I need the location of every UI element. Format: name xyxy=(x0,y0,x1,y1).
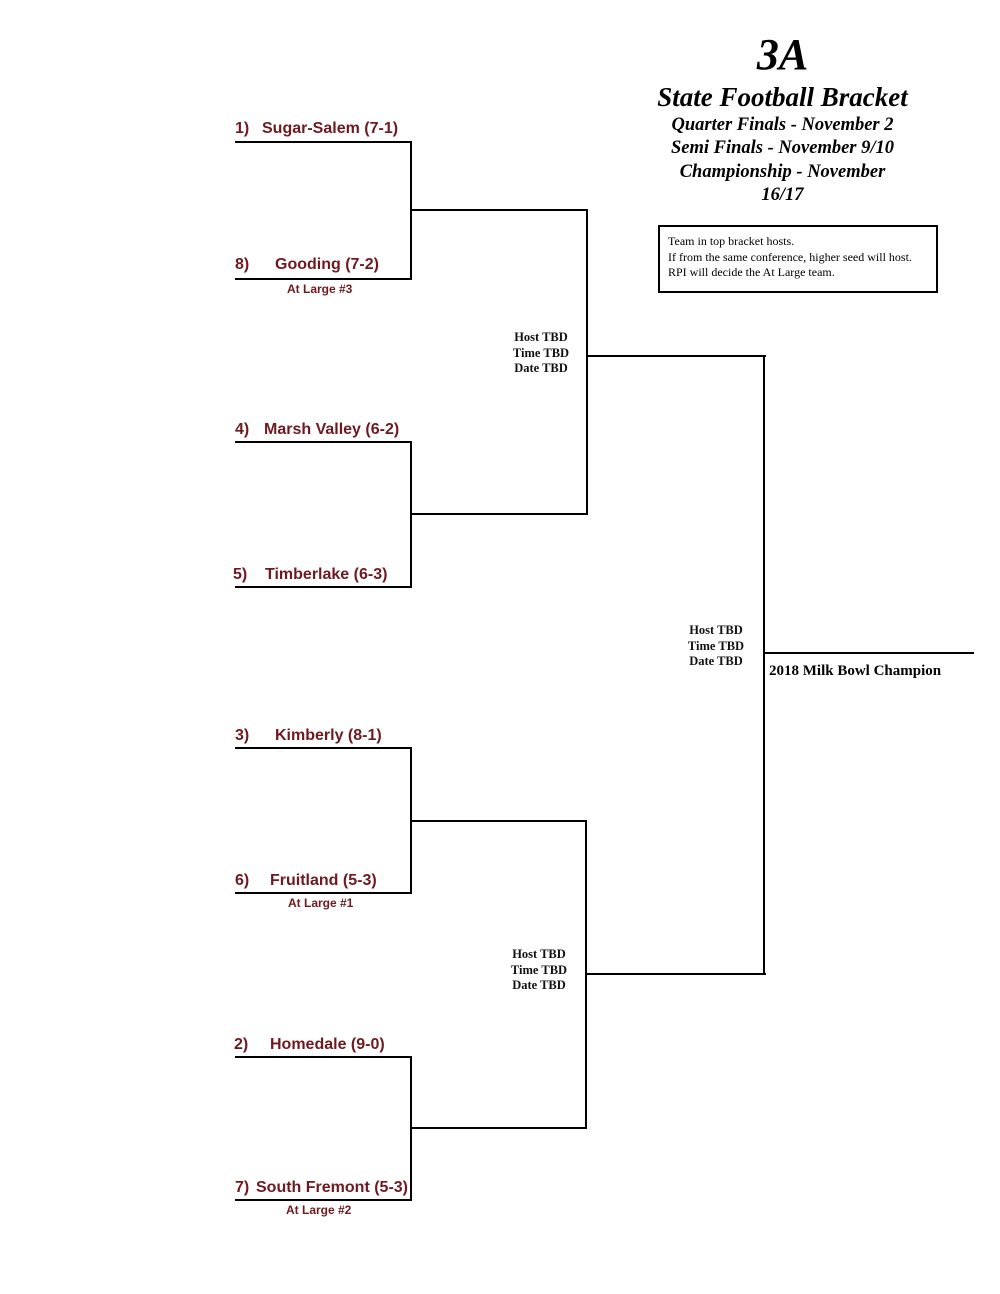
bracket-line xyxy=(235,441,412,443)
team-seed: 2) xyxy=(234,1036,249,1053)
team-seed: 7) xyxy=(235,1179,250,1196)
quarter-finals-date: Quarter Finals - November 2 xyxy=(671,115,894,135)
bracket-line xyxy=(235,747,412,749)
bracket-line xyxy=(763,355,765,975)
team-seed: 6) xyxy=(235,872,250,889)
date-label: Date TBD xyxy=(512,978,566,992)
championship-date-line1: Championship - November xyxy=(679,162,886,182)
time-label: Time TBD xyxy=(687,638,745,653)
host-label: Host TBD xyxy=(689,623,743,637)
bracket-line xyxy=(586,209,588,515)
bracket-line xyxy=(235,141,412,143)
bracket-classification: 3A xyxy=(756,30,809,79)
team-seed: 1) xyxy=(235,120,250,137)
hosting-rule: If from the same conference, higher seed… xyxy=(668,249,912,264)
host-label: Host TBD xyxy=(514,330,568,344)
championship-info: Host TBD Time TBD Date TBD xyxy=(675,623,757,670)
date-label: Date TBD xyxy=(689,654,743,668)
semifinal-bottom-info: Host TBD Time TBD Date TBD xyxy=(498,947,580,994)
team-name: Sugar-Salem (7-1) xyxy=(262,120,399,137)
team-seed: 4) xyxy=(235,421,250,438)
team-name: Fruitland (5-3) xyxy=(270,872,377,889)
team-name: Marsh Valley (6-2) xyxy=(264,421,400,438)
at-large-note: At Large #1 xyxy=(288,896,354,910)
semifinal-top-info: Host TBD Time TBD Date TBD xyxy=(500,330,582,377)
team-name: South Fremont (5-3) xyxy=(256,1179,408,1196)
bracket-line xyxy=(235,1199,412,1201)
time-label: Time TBD xyxy=(512,345,570,360)
host-label: Host TBD xyxy=(512,947,566,961)
team-name: Gooding (7-2) xyxy=(275,256,379,273)
bracket-line xyxy=(410,513,588,515)
champion-label: 2018 Milk Bowl Champion xyxy=(769,663,942,679)
bracket-line xyxy=(235,1056,412,1058)
bracket-title: State Football Bracket xyxy=(657,82,908,112)
team-name: Timberlake (6-3) xyxy=(265,566,388,583)
team-seed: 8) xyxy=(235,256,250,273)
at-large-note: At Large #2 xyxy=(286,1203,352,1217)
hosting-rule: RPI will decide the At Large team. xyxy=(668,265,835,279)
semi-finals-date: Semi Finals - November 9/10 xyxy=(670,138,895,158)
team-name: Homedale (9-0) xyxy=(270,1036,385,1053)
team-seed: 5) xyxy=(233,566,248,583)
hosting-rule: Team in top bracket hosts. xyxy=(668,234,795,248)
championship-date-line2: 16/17 xyxy=(761,185,804,205)
bracket-line xyxy=(585,973,766,975)
time-label: Time TBD xyxy=(510,962,568,977)
bracket-line xyxy=(410,209,588,211)
bracket-line xyxy=(410,820,587,822)
bracket-line xyxy=(235,586,412,588)
bracket-line xyxy=(410,1127,587,1129)
team-seed: 3) xyxy=(235,727,250,744)
at-large-note: At Large #3 xyxy=(287,282,353,296)
hosting-rules-box: Team in top bracket hosts. If from the s… xyxy=(658,225,938,293)
champion-line xyxy=(763,652,974,654)
bracket-line xyxy=(235,892,412,894)
bracket-line xyxy=(235,278,412,280)
date-label: Date TBD xyxy=(514,361,568,375)
bracket-line xyxy=(586,355,766,357)
team-name: Kimberly (8-1) xyxy=(275,727,382,744)
